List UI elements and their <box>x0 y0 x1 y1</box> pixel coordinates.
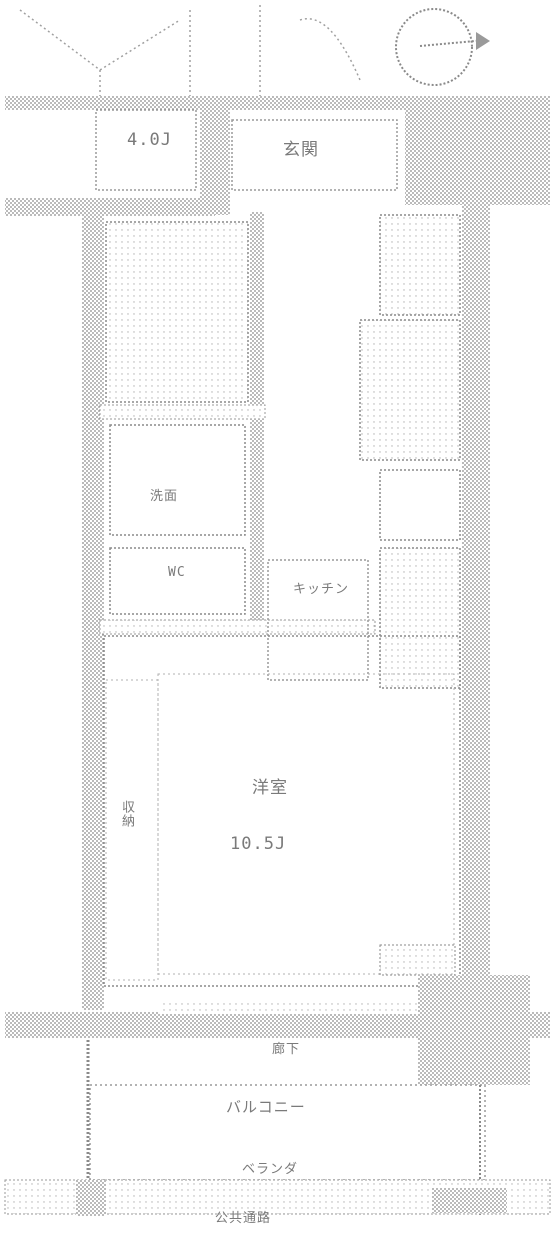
veranda-label: ベランダ <box>242 1162 299 1177</box>
west-exterior-wall <box>82 210 104 1010</box>
north-lower-wall <box>5 198 215 216</box>
closet-strip <box>105 679 159 981</box>
east-upper-block <box>405 100 550 205</box>
dressing-label: 洗面 <box>150 489 179 504</box>
north-room-label: 4.0J <box>127 130 172 150</box>
closet-label: 収納 <box>119 800 134 828</box>
compass-icon <box>395 8 490 86</box>
street-label: 公共通路 <box>215 1211 272 1226</box>
east-room-c <box>379 469 461 541</box>
south-inner-strip <box>160 1000 418 1014</box>
south-east-block <box>418 975 530 1085</box>
western-room-size: 10.5J <box>230 834 287 854</box>
balcony-label: バルコニー <box>226 1098 306 1116</box>
bottom-left-post <box>76 1180 106 1216</box>
bottom-right-post <box>432 1188 507 1213</box>
mid-horizontal-wall <box>99 404 266 420</box>
entrance-label: 玄関 <box>283 140 319 160</box>
toilet-label: WC <box>168 565 186 580</box>
kitchen-counter <box>267 559 369 681</box>
storage-area <box>109 547 246 615</box>
entrance-box <box>231 119 398 191</box>
western-room-outline <box>103 635 461 987</box>
dressing-area <box>109 424 246 536</box>
lower-horizontal-wall <box>99 619 376 635</box>
east-exterior-wall <box>462 200 490 980</box>
corner-fixture <box>379 944 456 976</box>
center-spine-wall <box>250 212 264 632</box>
corridor-label: 廊下 <box>272 1042 301 1057</box>
east-room-b <box>359 319 461 461</box>
western-room-inner <box>157 673 455 975</box>
entrance-hatched-block <box>200 100 230 215</box>
western-room-label: 洋室 <box>252 778 288 798</box>
kitchen-label: キッチン <box>293 582 350 597</box>
east-room-a <box>379 214 461 316</box>
north-room-box <box>95 109 197 191</box>
bath-area <box>105 221 249 403</box>
top-sketch-lines <box>19 5 361 100</box>
east-room-d <box>379 547 461 689</box>
